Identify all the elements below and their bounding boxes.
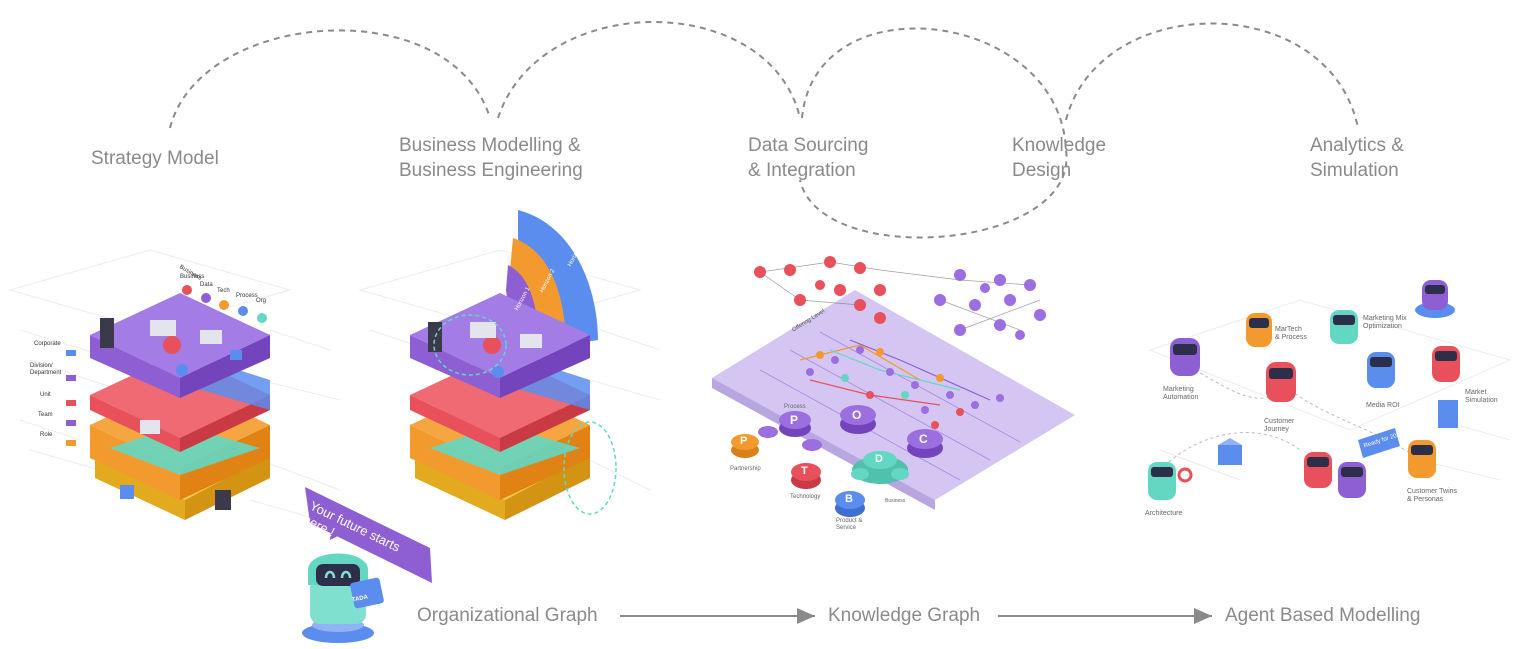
stage-analytics-simulation: Analytics & Simulation: [1310, 135, 1404, 181]
kg-node-technology: [791, 463, 821, 489]
kg-caption-partnership: Partnership: [730, 466, 761, 472]
background-grid: [8, 249, 341, 521]
agent-label-customer-journey: Customer Journey: [1264, 418, 1295, 433]
kg-caption-process: Process: [784, 404, 806, 410]
flow-knowledge-graph: Knowledge Graph: [828, 605, 981, 626]
robot-center-cube: [1218, 438, 1242, 465]
kg-node-process: [758, 411, 822, 451]
svg-text:Corporate: Corporate: [34, 341, 61, 347]
robot-pair: [1304, 428, 1400, 498]
kg-caption-product-service: Product & Service: [836, 518, 863, 531]
robot-top-right: [1415, 280, 1455, 318]
agent-label-market-simulation: Market Simulation: [1465, 389, 1498, 404]
svg-text:Org: Org: [256, 298, 266, 304]
kg-node-partnership: [731, 434, 759, 458]
robot-architecture: [1148, 462, 1193, 500]
agent-label-customer-twins: Customer Twins & Personas: [1407, 488, 1458, 503]
kg-letter-o: O: [852, 408, 862, 422]
kg-caption-business: Business: [885, 498, 906, 504]
kg-letter-c: C: [919, 432, 928, 446]
kg-letter-b: B: [845, 493, 853, 505]
org-cube-illustration: Business Data Tech Process Org Corporate…: [8, 249, 341, 521]
svg-text:Division/: Division/: [30, 363, 53, 369]
svg-text:Role: Role: [40, 432, 53, 438]
svg-text:Team: Team: [38, 412, 53, 418]
loop-knowledge-to-analytics: [1065, 22, 1359, 129]
svg-text:Data: Data: [200, 282, 213, 288]
stage-knowledge-design: Knowledge Design: [1012, 135, 1107, 181]
business-cube-illustration: [358, 210, 661, 520]
agent-modelling-illustration: [1148, 280, 1512, 500]
agent-label-architecture: Architecture: [1145, 510, 1183, 517]
stage-data-sourcing: Data Sourcing & Integration: [748, 135, 869, 181]
robot-market-simulation: [1432, 346, 1460, 428]
svg-text:Process: Process: [236, 293, 258, 299]
loop-strategy-to-business: [169, 29, 491, 129]
svg-text:Tech: Tech: [217, 288, 230, 294]
robot-marketing-automation: [1170, 338, 1200, 376]
agent-label-marketing-mix: Marketing Mix Optimization: [1363, 315, 1407, 330]
agent-label-marketing-automation: Marketing Automation: [1163, 386, 1199, 401]
svg-text:Business: Business: [180, 274, 204, 280]
kg-caption-technology: Technology: [790, 494, 821, 500]
kg-letter-p1: P: [740, 435, 748, 447]
flow-agent-based-modelling: Agent Based Modelling: [1225, 605, 1421, 626]
kg-node-business: [851, 451, 909, 484]
svg-text:Department: Department: [30, 370, 62, 376]
kg-node-o: [840, 405, 876, 434]
robot-media-roi: [1367, 352, 1395, 388]
kg-node-product-service: [835, 491, 865, 517]
stage-business-modelling: Business Modelling & Business Engineerin…: [399, 135, 583, 181]
knowledge-graph-illustration: [712, 256, 1075, 517]
kg-letter-p2: P: [790, 413, 799, 427]
robot-customer-twins: [1408, 440, 1436, 478]
tada-robot-icon: [302, 553, 384, 643]
speech-bubble-graphic: [305, 487, 432, 583]
agent-label-media-roi: Media ROI: [1366, 402, 1400, 409]
kg-letter-d: D: [875, 453, 883, 465]
dashed-connector-loops: [169, 21, 1359, 239]
kg-letter-t: T: [801, 465, 808, 477]
loop-business-to-data: [497, 21, 801, 119]
loop-data-to-knowledge: [799, 27, 1068, 239]
kg-node-c: [907, 429, 943, 458]
robot-martech: [1246, 313, 1272, 347]
svg-text:Unit: Unit: [40, 392, 51, 398]
flow-organizational-graph: Organizational Graph: [417, 605, 598, 626]
robot-marketing-mix: [1330, 310, 1358, 344]
agent-label-martech: MarTech & Process: [1275, 326, 1307, 341]
stage-strategy-model: Strategy Model: [91, 148, 219, 169]
robot-customer-journey: [1266, 362, 1296, 402]
